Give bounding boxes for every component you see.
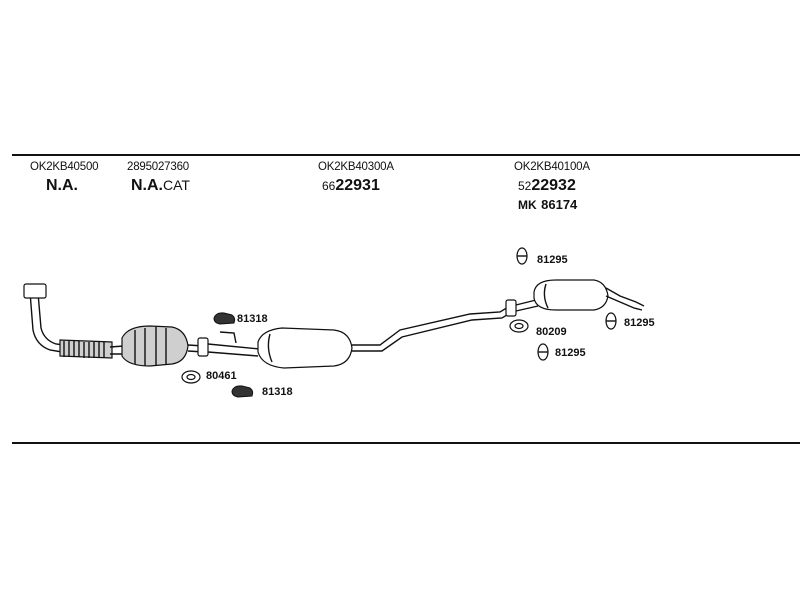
part-code-front-pipe: OK2KB40500 bbox=[30, 161, 99, 173]
mounting-kit-main: 86174 bbox=[541, 197, 578, 212]
middle-silencer-prefix: 66 bbox=[322, 179, 336, 193]
middle-silencer-drawing bbox=[257, 327, 353, 369]
mounting-kit-prefix: MK bbox=[518, 198, 537, 212]
part-code-middle-silencer: OK2KB40300A bbox=[318, 161, 394, 173]
flex-bellows bbox=[59, 339, 113, 359]
part-code-rear-silencer: OK2KB40100A bbox=[514, 161, 590, 173]
catalyst-name: N.A.CAT bbox=[131, 178, 190, 194]
rear-silencer-main: 22932 bbox=[531, 177, 576, 194]
middle-silencer-main: 22931 bbox=[335, 177, 380, 194]
part-label-81295-bottom: 81295 bbox=[555, 347, 586, 359]
front-pipe-name: N.A. bbox=[46, 177, 78, 194]
rear-silencer-number: 5222932 bbox=[518, 178, 576, 194]
rubber-ring-81295-top-icon bbox=[516, 247, 528, 265]
clamp-81318-bottom-icon bbox=[231, 385, 254, 398]
rubber-ring-81295-right-icon bbox=[605, 312, 617, 330]
intermediate-pipe-drawing bbox=[352, 305, 513, 352]
bottom-divider-line bbox=[12, 442, 800, 444]
rear-silencer-drawing bbox=[505, 279, 645, 317]
part-label-80209: 80209 bbox=[536, 326, 567, 338]
part-label-81318-top: 81318 bbox=[237, 313, 268, 325]
top-divider-line bbox=[12, 154, 800, 156]
catalyst-name-suffix: CAT bbox=[163, 177, 190, 193]
clamp-81318-top-icon bbox=[213, 312, 236, 325]
middle-pipe-drawing bbox=[197, 331, 261, 357]
part-code-catalyst: 2895027360 bbox=[127, 161, 189, 173]
rubber-ring-81295-bottom-icon bbox=[537, 343, 549, 361]
middle-silencer-number: 6622931 bbox=[322, 178, 380, 194]
part-label-80461: 80461 bbox=[206, 370, 237, 382]
part-label-81295-top: 81295 bbox=[537, 254, 568, 266]
front-pipe-drawing bbox=[23, 283, 113, 359]
part-label-81318-bottom: 81318 bbox=[262, 386, 293, 398]
rear-silencer-prefix: 52 bbox=[518, 179, 532, 193]
mounting-kit-number: MK 86174 bbox=[518, 197, 577, 213]
part-label-81295-right: 81295 bbox=[624, 317, 655, 329]
gasket-80461-icon bbox=[181, 370, 201, 384]
catalyst-name-main: N.A. bbox=[131, 177, 163, 194]
gasket-80209-icon bbox=[509, 319, 529, 333]
catalyst-drawing bbox=[109, 325, 205, 367]
